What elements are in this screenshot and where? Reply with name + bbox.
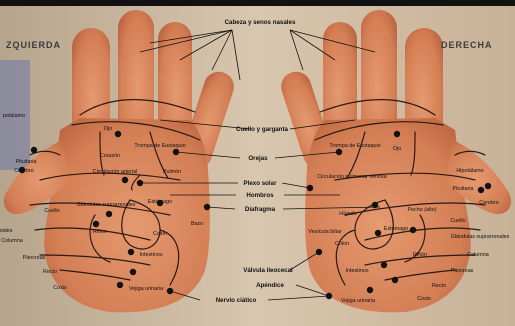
label-left-bazo: Bazo — [191, 221, 203, 227]
left-title: ZQUIERDA — [6, 40, 61, 50]
label-left-cerebro: Cerebro — [14, 168, 33, 174]
label-left-recto: Recto — [43, 269, 57, 275]
label-valvula: Válvula ileocecal — [243, 267, 293, 274]
label-plexo: Plexo solar — [243, 180, 277, 187]
label-right-intestinos: Intestinos — [345, 268, 368, 274]
label-right-cerebro: Cerebro — [479, 200, 498, 206]
label-right-pancreas: Páncreas — [451, 268, 474, 274]
label-cuello-garganta: Cuello y garganta — [236, 126, 288, 133]
label-left-hipotalamo: potálamo — [3, 113, 25, 119]
label-left-pancreas: Páncreas — [23, 255, 46, 261]
label-right-trompa: Trompa de Eustaquio — [329, 143, 380, 149]
label-right-vejiga: Vejiga urinaria — [341, 298, 375, 304]
label-right-pecho: Pecho (alto) — [407, 207, 436, 213]
label-right-vesicula: Vesícula biliar — [308, 229, 341, 235]
label-right-circulacion: Circulación pulmonar venosa — [317, 174, 387, 180]
label-left-columna: Columna — [1, 238, 23, 244]
label-left-estomago: Estómago — [148, 199, 172, 205]
top-border — [0, 0, 515, 6]
label-left-cuello: Cuello — [44, 208, 59, 214]
label-right-colon: Colon — [335, 241, 349, 247]
label-apendice: Apéndice — [256, 282, 284, 289]
label-left-vejiga: Vejiga urinaria — [129, 286, 163, 292]
label-right-rinon: Riñón — [413, 252, 427, 258]
right-title: DERECHA — [441, 40, 493, 50]
label-left-glandulas: Glándulas suprarrenales — [77, 202, 136, 208]
label-left-coxis: Coxis — [53, 285, 67, 291]
label-left-circulacion: Circulación arterial — [93, 169, 138, 175]
label-right-coxis: Coxis — [417, 296, 431, 302]
label-left-ojo: Ojo — [104, 126, 112, 132]
label-cabeza-text: Cabeza y senos nasales — [225, 19, 296, 26]
label-left-colon: Colon — [153, 231, 167, 237]
label-right-columna: Columna — [467, 252, 489, 258]
label-left-rinon: Riñón — [93, 229, 107, 235]
label-right-cuello: Cuello — [450, 218, 465, 224]
label-right-recto: Recto — [432, 283, 446, 289]
label-orejas: Orejas — [248, 155, 268, 162]
label-right-hipotalamo: Hipotálamo — [456, 168, 483, 174]
label-diafragma: Diafragma — [245, 206, 276, 213]
label-right-ojo: Ojo — [393, 146, 401, 152]
label-left-trompa: Trompa de Eustaquio — [134, 143, 185, 149]
label-right-glandulas: Glándulas suprarrenales — [451, 234, 510, 240]
label-left-pituitaria: Pituitaria — [16, 159, 37, 165]
label-right-higado: Hígado — [339, 211, 356, 217]
label-left-intestinos: Intestinos — [139, 252, 162, 258]
label-left-pulmon: Pulmón — [163, 169, 181, 175]
label-right-pituitaria: Pituitaria — [453, 186, 474, 192]
label-left-tiroides: oides — [0, 228, 13, 234]
label-cabeza: Cabeza y senos nasales — [225, 19, 296, 26]
label-left-corazon: Corazón — [100, 153, 120, 159]
label-hombros: Hombros — [246, 192, 274, 199]
label-right-estomago: Estómago — [384, 226, 408, 232]
label-nervio: Nervio ciático — [216, 297, 257, 304]
